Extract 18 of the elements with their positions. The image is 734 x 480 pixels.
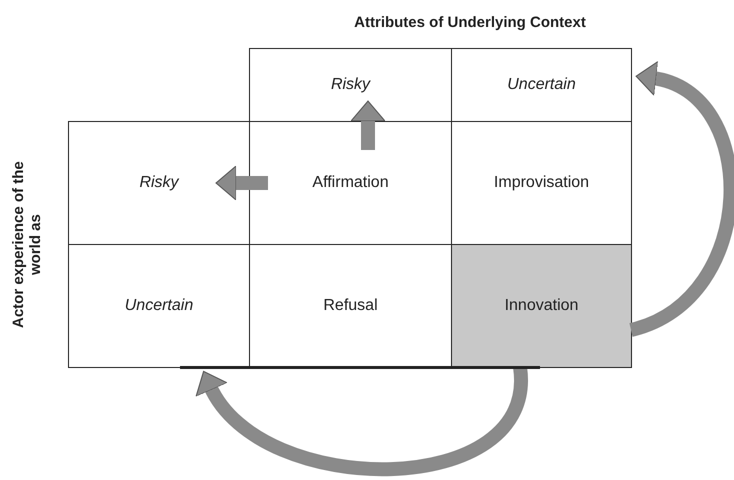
matrix-cell bbox=[451, 244, 632, 368]
block-arrow bbox=[197, 366, 527, 476]
axis-title: Attributes of Underlying Context bbox=[353, 14, 587, 31]
column-header bbox=[451, 48, 632, 122]
cell-text: Uncertain bbox=[124, 297, 194, 315]
cell-text: Innovation bbox=[504, 297, 578, 315]
block-arrow bbox=[216, 166, 268, 200]
cell-text: Risky bbox=[330, 76, 370, 94]
row-header bbox=[68, 121, 250, 245]
cell-text: Improvisation bbox=[494, 174, 590, 192]
column-header bbox=[249, 48, 452, 122]
block-arrow bbox=[628, 62, 734, 337]
cell-text: Affirmation bbox=[312, 174, 389, 192]
cell-text: Uncertain bbox=[507, 76, 576, 94]
block-arrow bbox=[350, 100, 386, 150]
axis-title: Actor experience of the world as bbox=[10, 160, 44, 330]
cell-text: Risky bbox=[139, 174, 179, 192]
cell-text: Refusal bbox=[323, 297, 378, 315]
